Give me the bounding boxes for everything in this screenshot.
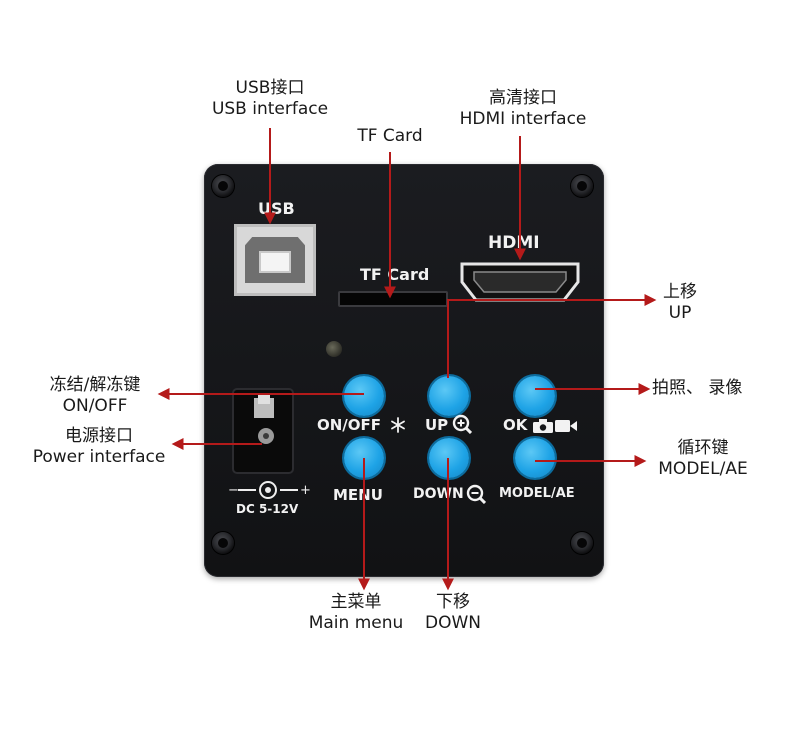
zoom-in-icon [452,414,472,434]
power-jack[interactable] [232,388,294,474]
down-label: DOWN [413,486,464,502]
photo-record-callout-zh: 拍照、 录像 [652,378,743,398]
tf-card-callout-en: TF Card [357,126,423,146]
hdmi-panel-label: HDMI [488,233,540,253]
dc-voltage-label: DC 5-12V [236,502,299,516]
camera-icon [533,419,553,433]
on-off-button[interactable] [344,376,384,416]
mode-callout-en: MODEL/AE [658,459,748,479]
dc-polarity-symbol: − + [226,480,312,500]
hdmi-callout: 高清接口 HDMI interface [450,88,596,130]
up-callout-zh: 上移 [663,282,697,302]
zoom-out-icon [466,484,486,504]
on-off-label: ON/OFF [317,416,382,434]
up-callout-en: UP [668,303,692,323]
on-off-callout-zh: 冻结/解冻键 [49,375,141,395]
power-callout: 电源接口 Power interface [26,426,172,468]
tf-card-callout: TF Card [340,126,440,147]
menu-label: MENU [333,486,383,504]
screw-top-right-icon [571,175,593,197]
menu-callout: 主菜单 Main menu [298,592,414,634]
model-ae-label: MODEL/AE [499,486,575,501]
on-off-callout: 冻结/解冻键 ON/OFF [36,375,154,417]
power-callout-zh: 电源接口 [65,426,133,446]
up-callout: 上移 UP [656,282,704,324]
hdmi-callout-en: HDMI interface [459,109,587,129]
hdmi-callout-zh: 高清接口 [489,88,557,108]
on-off-callout-en: ON/OFF [62,396,128,416]
down-callout-zh: 下移 [436,592,470,612]
up-button[interactable] [429,376,469,416]
down-callout-en: DOWN [425,613,481,633]
hdmi-port[interactable] [460,260,580,304]
up-arrow [447,294,657,378]
power-callout-en: Power interface [32,447,166,467]
usb-callout-en: USB interface [211,99,329,119]
mode-callout: 循环键 MODEL/AE [646,438,760,480]
snowflake-icon [391,417,405,433]
usb-port[interactable] [234,224,316,296]
status-led [326,341,342,357]
video-camera-icon [555,420,577,432]
model-ae-button[interactable] [515,438,555,478]
screw-top-left-icon [212,175,234,197]
tf-card-panel-label: TF Card [360,265,430,284]
menu-callout-zh: 主菜单 [330,592,382,612]
ok-button[interactable] [515,376,555,416]
photo-record-callout: 拍照、 录像 [652,378,762,399]
up-label: UP [425,416,449,434]
screw-bottom-left-icon [212,532,234,554]
menu-callout-en: Main menu [308,613,404,633]
screw-bottom-right-icon [571,532,593,554]
usb-callout-zh: USB接口 [235,78,305,98]
usb-callout: USB接口 USB interface [205,78,335,120]
mode-callout-zh: 循环键 [677,438,729,458]
dc-plus-label: + [300,483,311,498]
dc-minus-label: − [228,483,239,498]
ok-label: OK [503,416,528,434]
down-callout: 下移 DOWN [418,592,488,634]
